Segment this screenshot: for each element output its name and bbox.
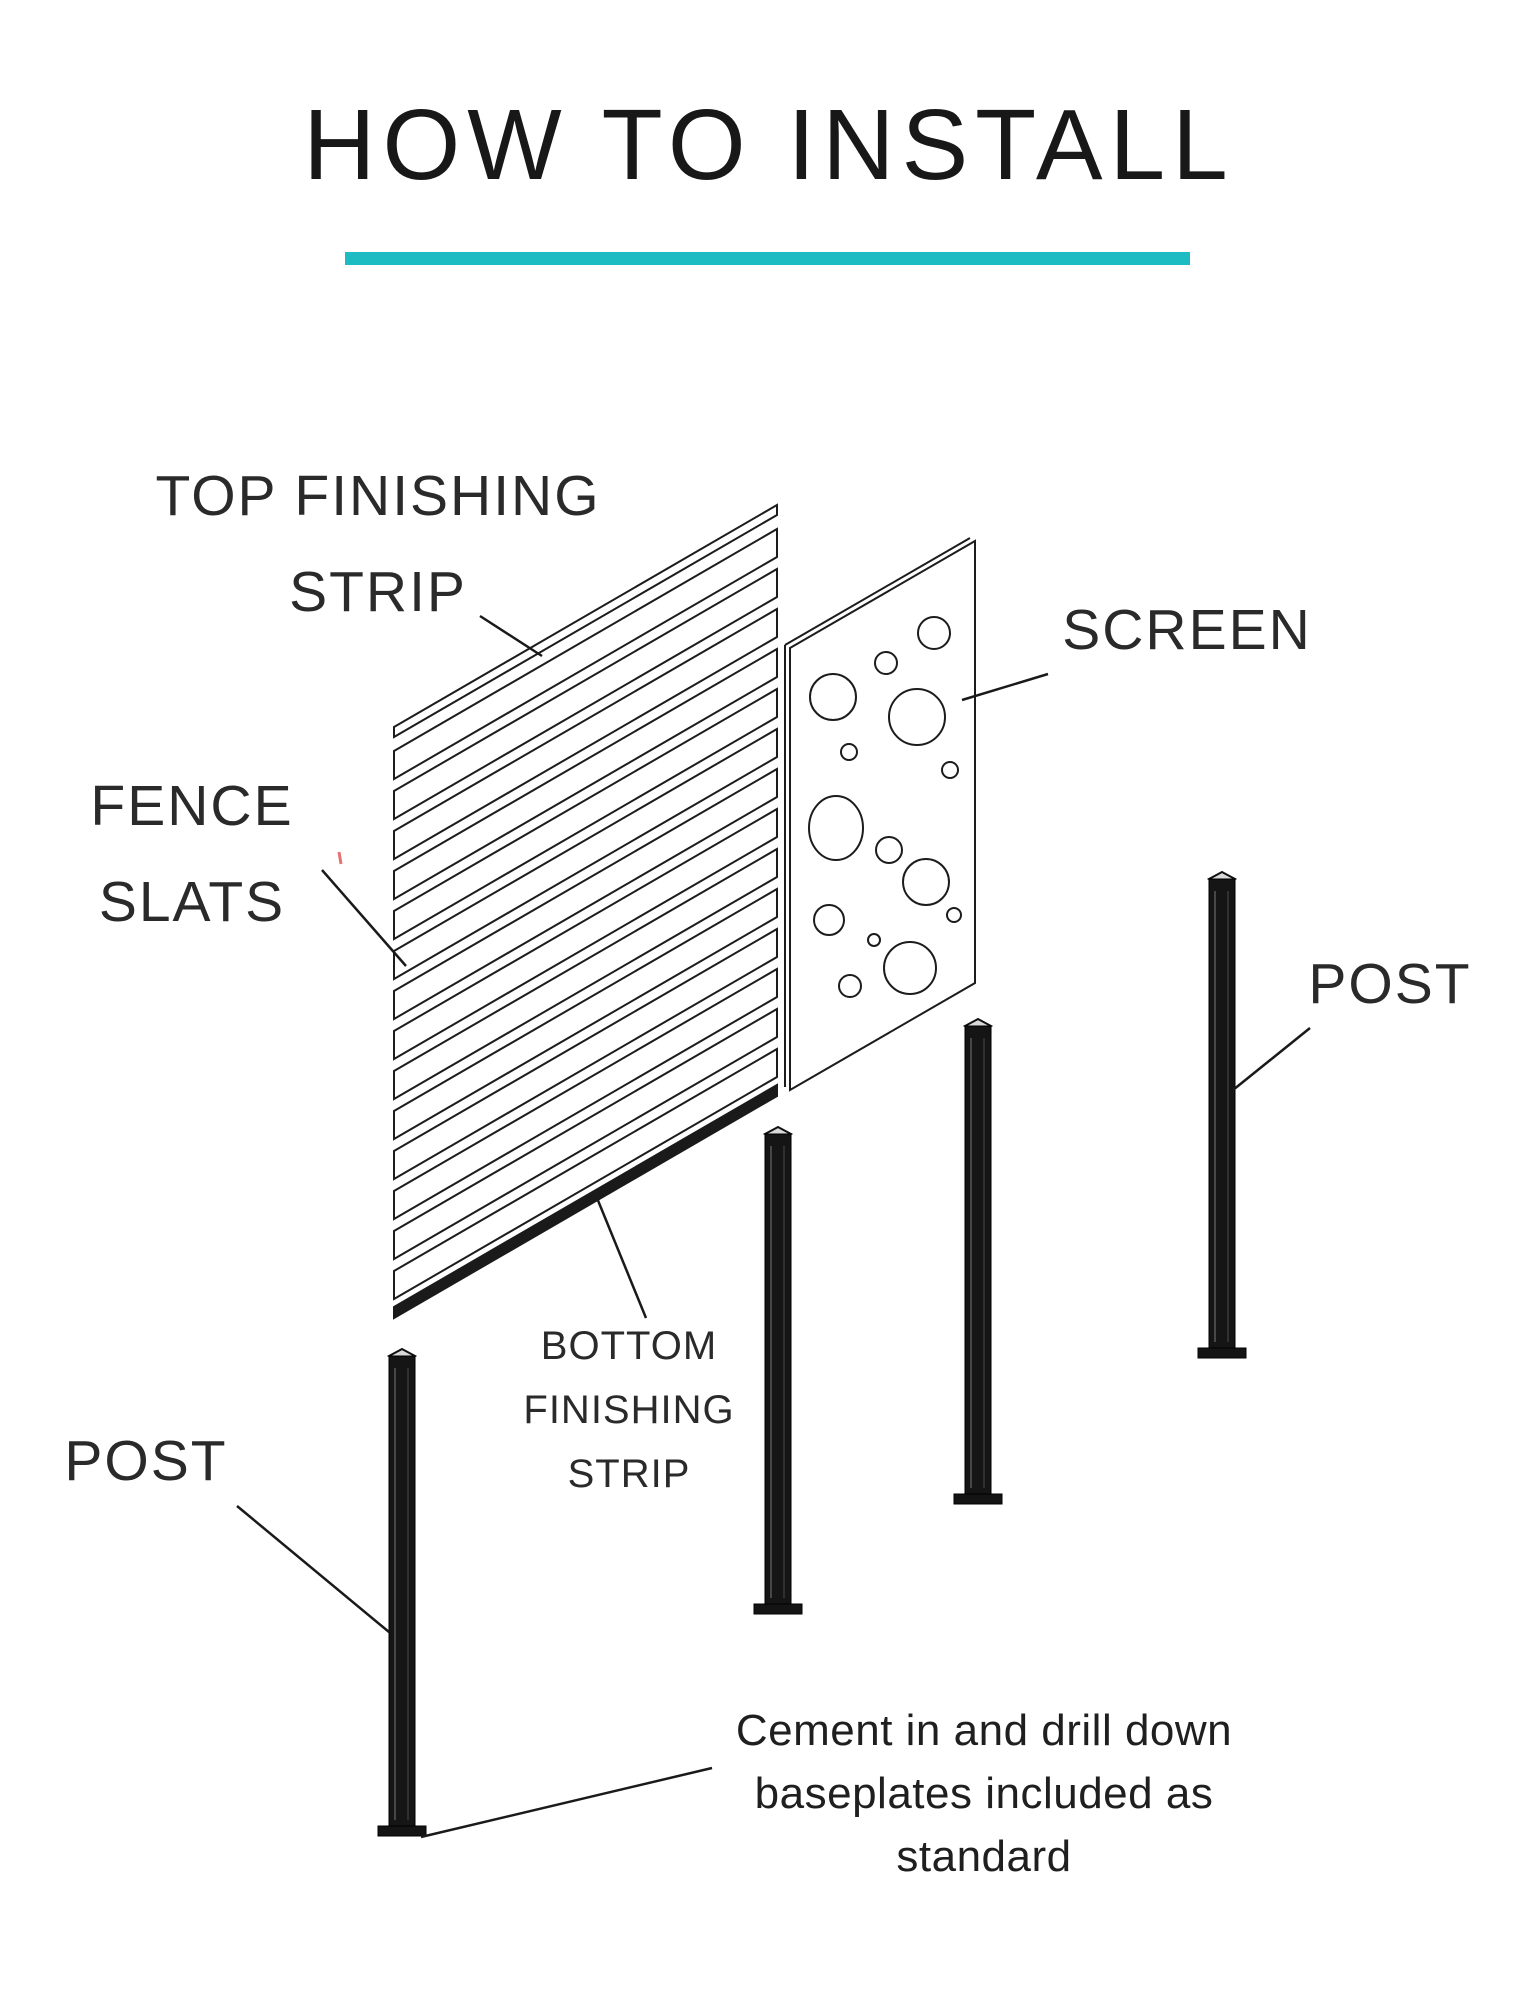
top-finishing-strip bbox=[393, 503, 778, 739]
label-top-finishing-strip: TOP FINISHING STRIP bbox=[155, 448, 600, 640]
screen-hole bbox=[838, 974, 862, 998]
leader-fence-slats bbox=[321, 869, 407, 967]
screen-hole bbox=[902, 858, 950, 906]
label-line: STRIP bbox=[289, 560, 467, 624]
screen-hole bbox=[875, 836, 903, 864]
label-bottom-finishing-strip: BOTTOM FINISHING STRIP bbox=[523, 1314, 734, 1506]
red-tick-mark bbox=[337, 851, 343, 865]
label-line: SLATS bbox=[98, 870, 286, 934]
screen-hole bbox=[941, 761, 959, 779]
post-baseplate bbox=[953, 1493, 1003, 1505]
bottom-finishing-strip-bar bbox=[393, 1083, 778, 1320]
screen-hole bbox=[840, 743, 858, 761]
post-body bbox=[388, 1355, 416, 1827]
leader-post-right bbox=[1232, 1027, 1311, 1091]
post-left bbox=[377, 1347, 427, 1837]
label-line: POST bbox=[1308, 952, 1472, 1016]
label-line: BOTTOM bbox=[540, 1324, 718, 1368]
post-body bbox=[1208, 878, 1236, 1349]
post-middle-left bbox=[753, 1125, 803, 1615]
leader-post-left bbox=[236, 1505, 390, 1633]
post-middle-right bbox=[953, 1017, 1003, 1505]
leader-baseplate-note bbox=[420, 1766, 713, 1839]
post-baseplate bbox=[1197, 1347, 1247, 1359]
teal-divider bbox=[345, 252, 1190, 265]
screen-hole bbox=[888, 688, 946, 746]
note-line: Cement in and drill down bbox=[735, 1706, 1233, 1755]
note-line: baseplates included as bbox=[754, 1769, 1214, 1818]
screen-hole bbox=[917, 616, 951, 650]
leader-lines bbox=[236, 614, 1311, 1839]
bottom-finishing-strip bbox=[393, 1083, 778, 1320]
screen-hole bbox=[808, 795, 864, 861]
fence-slats-panel bbox=[393, 527, 778, 1300]
page-title: HOW TO INSTALL bbox=[303, 89, 1235, 201]
screen-hole bbox=[946, 907, 962, 923]
screen-panel bbox=[784, 537, 976, 1092]
screen-hole bbox=[813, 904, 845, 936]
screen-hole bbox=[809, 673, 857, 721]
post-baseplate bbox=[753, 1603, 803, 1615]
screen-edge-line bbox=[784, 537, 971, 646]
label-line: STRIP bbox=[567, 1452, 691, 1496]
label-post-right: POST bbox=[1308, 936, 1471, 1032]
post-body bbox=[964, 1025, 992, 1495]
post-baseplate bbox=[377, 1825, 427, 1837]
label-line: FINISHING bbox=[523, 1388, 735, 1432]
fence-slat bbox=[393, 527, 778, 781]
top-finishing-strip-bar bbox=[393, 503, 778, 739]
baseplate-note: Cement in and drill down baseplates incl… bbox=[736, 1699, 1232, 1888]
label-line: POST bbox=[64, 1429, 228, 1493]
leader-top-finishing-strip bbox=[479, 614, 543, 658]
label-line: TOP FINISHING bbox=[155, 464, 601, 528]
label-line: SCREEN bbox=[1062, 598, 1312, 662]
leader-bottom-finishing-strip bbox=[595, 1197, 648, 1319]
leader-screen bbox=[961, 672, 1049, 702]
label-post-left: POST bbox=[64, 1413, 227, 1509]
label-fence-slats: FENCE SLATS bbox=[90, 758, 293, 950]
post-body bbox=[764, 1133, 792, 1605]
label-screen: SCREEN bbox=[1062, 582, 1312, 678]
label-line: FENCE bbox=[90, 774, 294, 838]
screen-hole bbox=[867, 933, 881, 947]
screen-hole bbox=[883, 941, 937, 995]
screen-hole bbox=[874, 651, 898, 675]
note-line: standard bbox=[896, 1832, 1072, 1881]
post-right bbox=[1197, 870, 1247, 1359]
